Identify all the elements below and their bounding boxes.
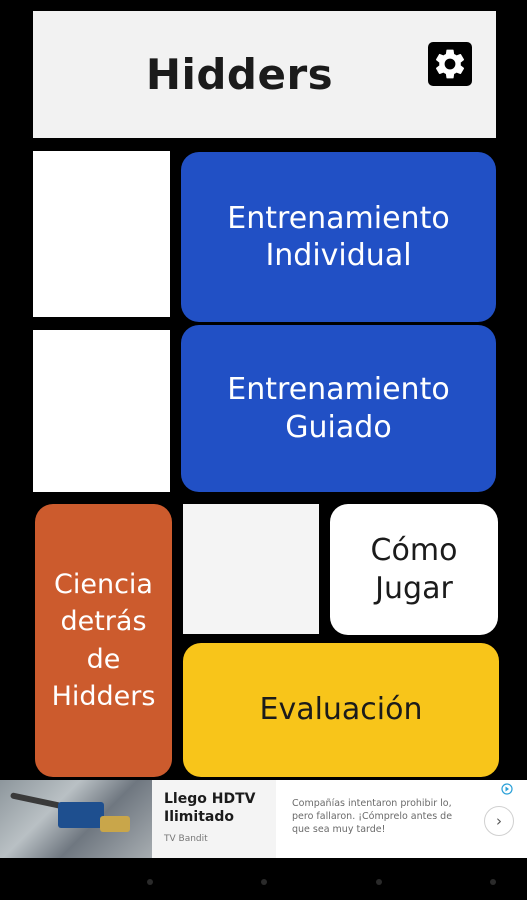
image-placeholder-2: [33, 330, 170, 492]
ad-title-box[interactable]: Llego HDTV Ilimitado TV Bandit: [152, 780, 276, 858]
settings-button[interactable]: [428, 42, 472, 86]
app-header: Hidders: [33, 11, 496, 138]
guided-training-label: Entrenamiento Guiado: [227, 372, 450, 445]
ad-next-arrow-icon[interactable]: ›: [484, 806, 514, 836]
nav-dot-recent[interactable]: [376, 879, 382, 885]
science-behind-label: Ciencia detrás de Hidders: [51, 569, 156, 712]
how-to-play-button[interactable]: Cómo Jugar: [330, 504, 498, 635]
nav-dot-back[interactable]: [147, 879, 153, 885]
guided-training-button[interactable]: Entrenamiento Guiado: [181, 325, 496, 492]
ad-brand: TV Bandit: [164, 834, 208, 845]
ad-choices-glyph: [501, 783, 513, 795]
gear-icon: [436, 49, 465, 79]
ad-image[interactable]: [0, 780, 152, 858]
image-placeholder-3: [183, 504, 319, 634]
individual-training-button[interactable]: Entrenamiento Individual: [181, 152, 496, 322]
nav-dot-home[interactable]: [261, 879, 267, 885]
app-title: Hidders: [145, 50, 334, 99]
ad-title[interactable]: Llego HDTV Ilimitado: [164, 791, 256, 826]
evaluation-label: Evaluación: [259, 692, 423, 728]
science-behind-button[interactable]: Ciencia detrás de Hidders: [35, 504, 172, 777]
nav-dot-menu[interactable]: [490, 879, 496, 885]
individual-training-label: Entrenamiento Individual: [227, 200, 450, 274]
ad-banner[interactable]: Llego HDTV Ilimitado TV Bandit Compañías…: [0, 780, 527, 858]
how-to-play-label: Cómo Jugar: [370, 533, 458, 606]
ad-body-text[interactable]: Compañías intentaron prohibir lo, pero f…: [292, 798, 453, 835]
image-placeholder-1: [33, 151, 170, 317]
ad-choices-icon[interactable]: [500, 782, 514, 796]
evaluation-button[interactable]: Evaluación: [183, 643, 499, 777]
ad-image-device: [58, 802, 104, 828]
ad-image-plug: [100, 816, 130, 832]
